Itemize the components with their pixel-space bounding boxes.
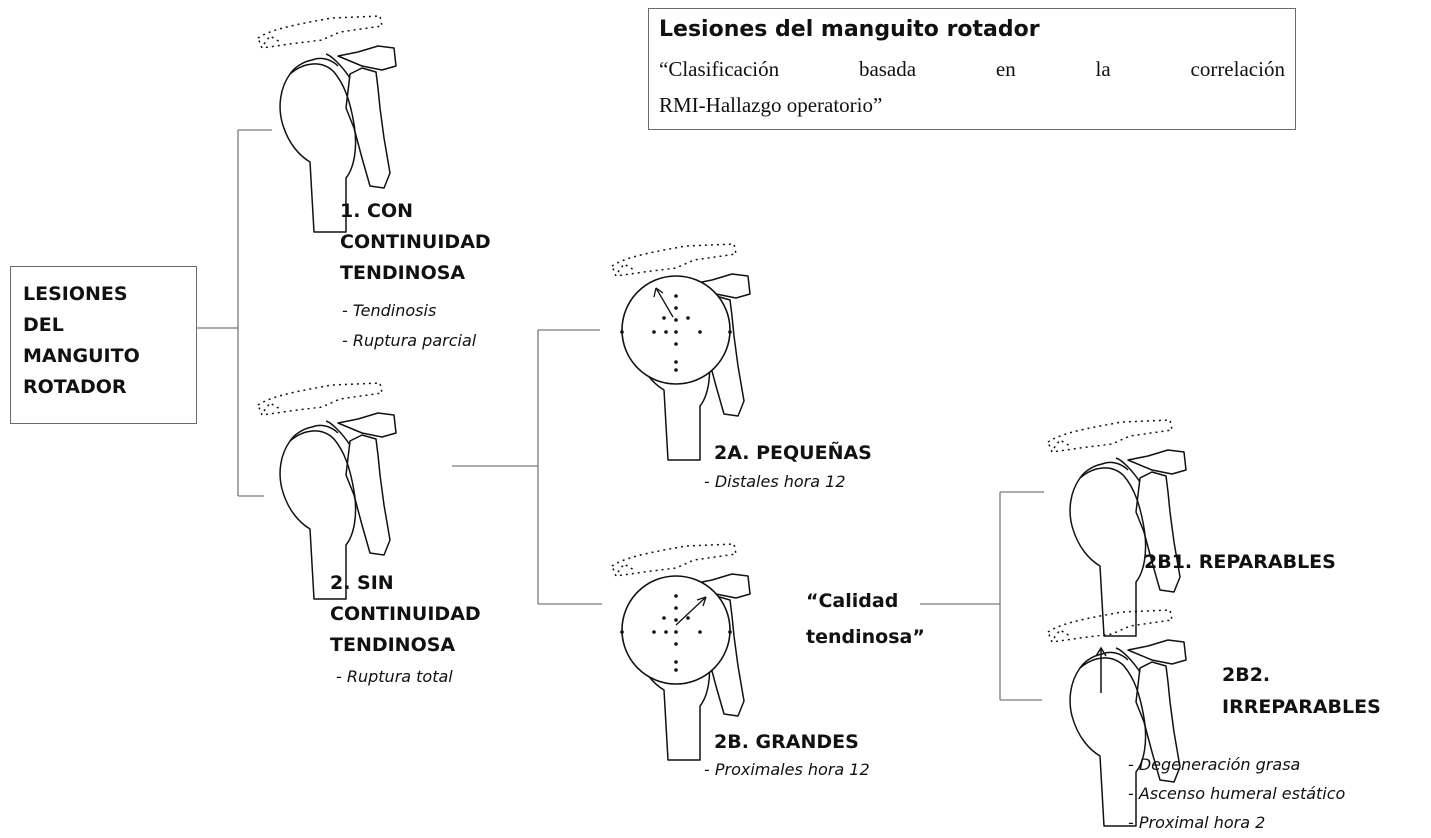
node1-item-2: - Ruptura parcial bbox=[342, 326, 476, 355]
clock-dot bbox=[698, 630, 702, 634]
clock-dot bbox=[674, 368, 678, 372]
clock-dot bbox=[664, 630, 668, 634]
title-box: Lesiones del manguito rotador “Clasifica… bbox=[648, 8, 1296, 130]
node2-label-1: 2. SIN bbox=[330, 568, 394, 599]
root-label-2: DEL bbox=[23, 310, 64, 341]
subtitle-word: “Clasificación bbox=[659, 57, 779, 82]
quality-label-2: tendinosa” bbox=[806, 622, 925, 653]
clock-dot bbox=[674, 668, 678, 672]
subtitle-word: en bbox=[996, 57, 1016, 82]
clock-dot bbox=[674, 606, 678, 610]
clock-face-icon bbox=[616, 270, 736, 390]
root-label-3: MANGUITO bbox=[23, 341, 140, 372]
node2b2-item-1: - Degeneración grasa bbox=[1128, 750, 1300, 779]
root-label-1: LESIONES bbox=[23, 279, 128, 310]
clock-dot bbox=[674, 330, 678, 334]
clock-dot bbox=[686, 616, 690, 620]
node1-label-3: TENDINOSA bbox=[340, 258, 465, 289]
clock-dot bbox=[674, 342, 678, 346]
clock-dot bbox=[620, 630, 624, 634]
clock-dot bbox=[674, 618, 678, 622]
clock-dot bbox=[674, 642, 678, 646]
arrow-icon bbox=[1093, 645, 1109, 695]
clock-dot bbox=[674, 660, 678, 664]
clock-dot bbox=[728, 330, 732, 334]
node2b-label: 2B. GRANDES bbox=[714, 727, 859, 758]
node2b2-item-3: - Proximal hora 2 bbox=[1128, 808, 1265, 837]
node2b2-label-2: IRREPARABLES bbox=[1222, 692, 1381, 723]
clock-dot bbox=[652, 630, 656, 634]
root-node-box: LESIONES DEL MANGUITO ROTADOR bbox=[10, 266, 197, 424]
diagram-title: Lesiones del manguito rotador bbox=[659, 17, 1040, 42]
clock-dot bbox=[662, 316, 666, 320]
subtitle-line-2: RMI-Hallazgo operatorio” bbox=[659, 93, 882, 118]
node2-label-2: CONTINUIDAD bbox=[330, 599, 481, 630]
clock-dot bbox=[698, 330, 702, 334]
node2b-item-1: - Proximales hora 12 bbox=[704, 755, 870, 784]
clock-dot bbox=[674, 294, 678, 298]
clock-dot bbox=[728, 630, 732, 634]
node2a-label: 2A. PEQUEÑAS bbox=[714, 438, 872, 469]
clock-dot bbox=[674, 318, 678, 322]
clock-dot bbox=[664, 330, 668, 334]
node2b1-label: 2B1. REPARABLES bbox=[1144, 547, 1336, 578]
node2a-item-1: - Distales hora 12 bbox=[704, 467, 846, 496]
clock-face-icon bbox=[616, 570, 736, 690]
node2-label-3: TENDINOSA bbox=[330, 630, 455, 661]
subtitle-word: la bbox=[1096, 57, 1111, 82]
root-label-4: ROTADOR bbox=[23, 372, 127, 403]
quality-label-1: “Calidad bbox=[806, 586, 898, 617]
clock-dot bbox=[674, 360, 678, 364]
node2b2-item-2: - Ascenso humeral estático bbox=[1128, 779, 1345, 808]
clock-dot bbox=[686, 316, 690, 320]
clock-dot bbox=[620, 330, 624, 334]
clock-dot bbox=[674, 306, 678, 310]
clock-dot bbox=[674, 630, 678, 634]
clock-dot bbox=[662, 616, 666, 620]
node1-label-2: CONTINUIDAD bbox=[340, 227, 491, 258]
node2-item-1: - Ruptura total bbox=[336, 662, 453, 691]
subtitle-line-1: “Clasificación basada en la correlación bbox=[659, 57, 1285, 82]
clock-dot bbox=[674, 594, 678, 598]
subtitle-word: correlación bbox=[1191, 57, 1285, 82]
subtitle-word: basada bbox=[859, 57, 916, 82]
node1-item-1: - Tendinosis bbox=[342, 296, 436, 325]
node1-label-1: 1. CON bbox=[340, 196, 413, 227]
clock-dot bbox=[652, 330, 656, 334]
node2b2-label-1: 2B2. bbox=[1222, 660, 1270, 691]
